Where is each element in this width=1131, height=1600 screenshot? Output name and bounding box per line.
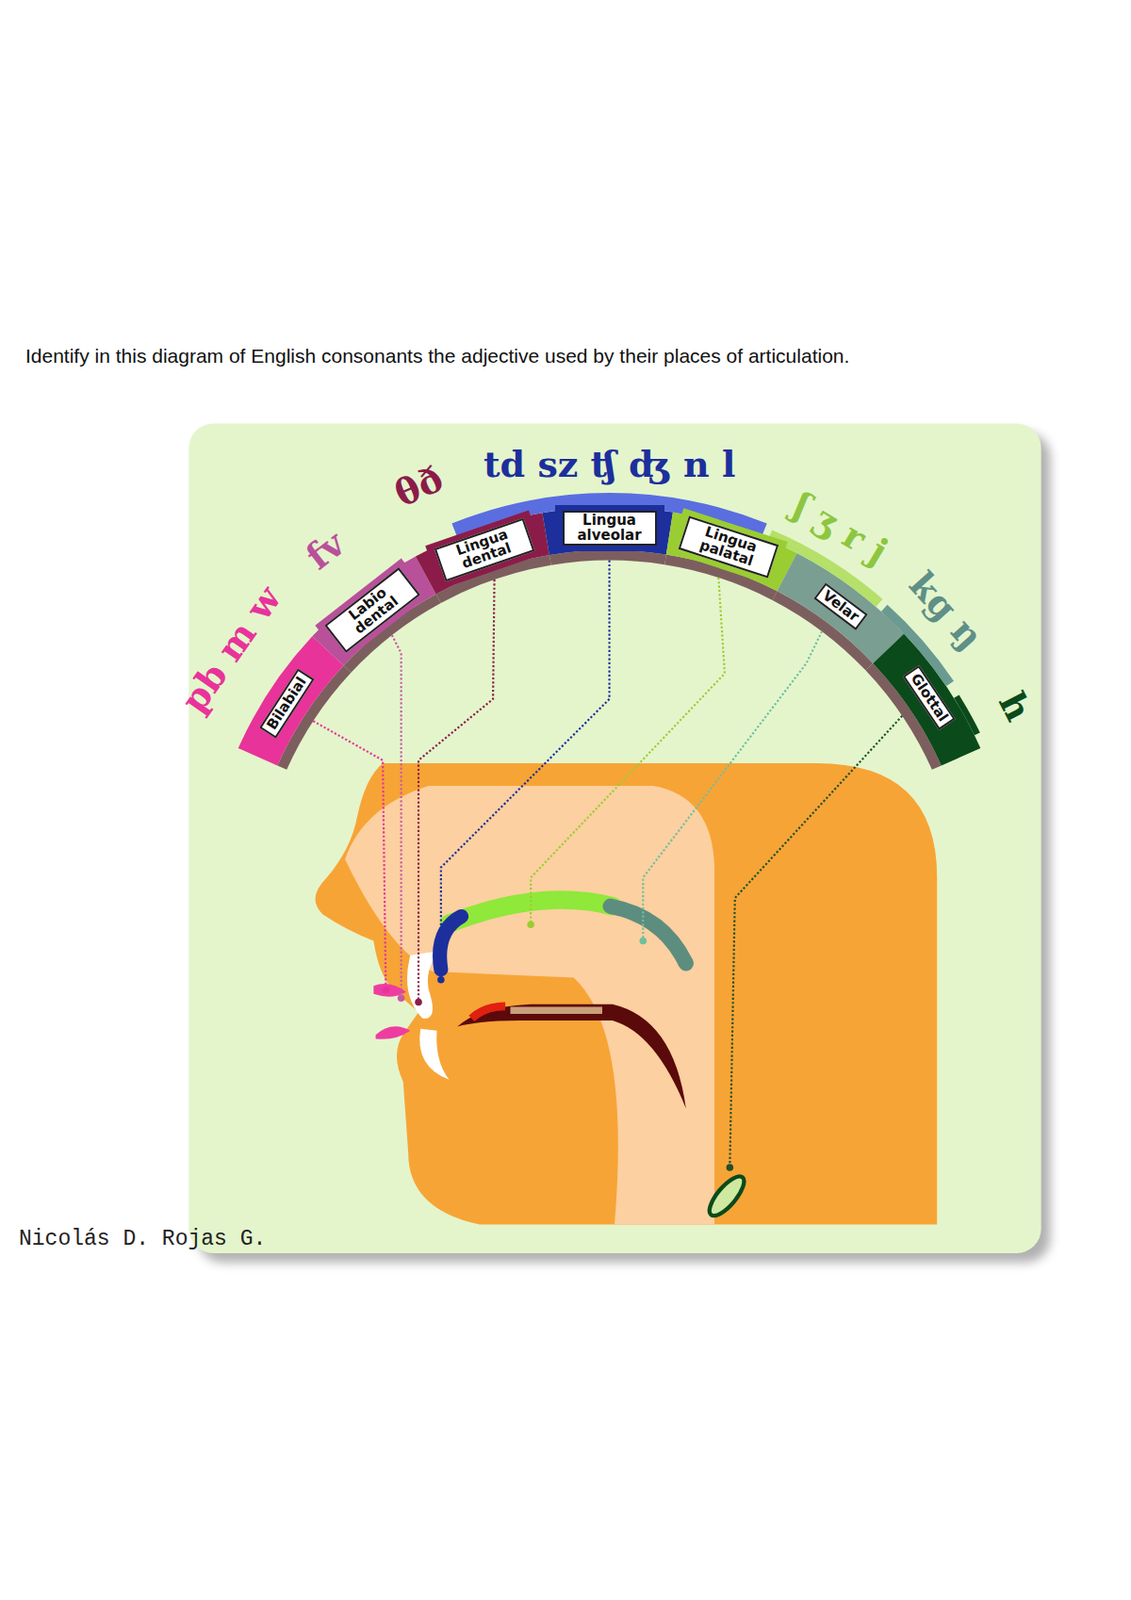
leader-dot xyxy=(639,937,647,946)
place-box: Lingua alveolar xyxy=(555,505,665,552)
alveolar-ridge xyxy=(440,917,462,970)
leader-line xyxy=(441,560,610,981)
leader-dot xyxy=(526,920,535,929)
tongue-tip xyxy=(471,1006,506,1019)
head-silhouette xyxy=(315,763,938,1226)
hard-palate xyxy=(449,900,613,924)
tongue-blade xyxy=(510,1006,603,1015)
leader-dot xyxy=(414,999,423,1007)
leader-line xyxy=(729,716,902,1168)
place-label: Lingua alveolar xyxy=(562,510,657,546)
leader-line xyxy=(392,635,402,999)
tongue xyxy=(457,1004,687,1109)
nasal-cavity xyxy=(344,786,715,1226)
author-signature: Nicolás D. Rojas G. xyxy=(18,1227,266,1252)
frame xyxy=(188,423,1041,1253)
leader-line xyxy=(418,579,495,1003)
leader-dot xyxy=(437,976,445,984)
leader-line xyxy=(312,721,386,990)
phoneme-group: td sz ʧ ʤ n l xyxy=(483,446,736,483)
title-text: Identify in this diagram of English cons… xyxy=(25,344,1119,368)
leader-dot xyxy=(382,986,391,995)
leader-line xyxy=(642,631,822,942)
glottis xyxy=(704,1171,750,1221)
leader-dot xyxy=(726,1163,735,1172)
leader-line xyxy=(530,577,725,925)
lower-teeth xyxy=(419,1029,449,1081)
place-band xyxy=(311,556,436,666)
lower-lip xyxy=(376,1026,411,1040)
soft-palate xyxy=(610,906,687,965)
place-band xyxy=(238,636,345,766)
leader-dot xyxy=(397,994,406,1002)
